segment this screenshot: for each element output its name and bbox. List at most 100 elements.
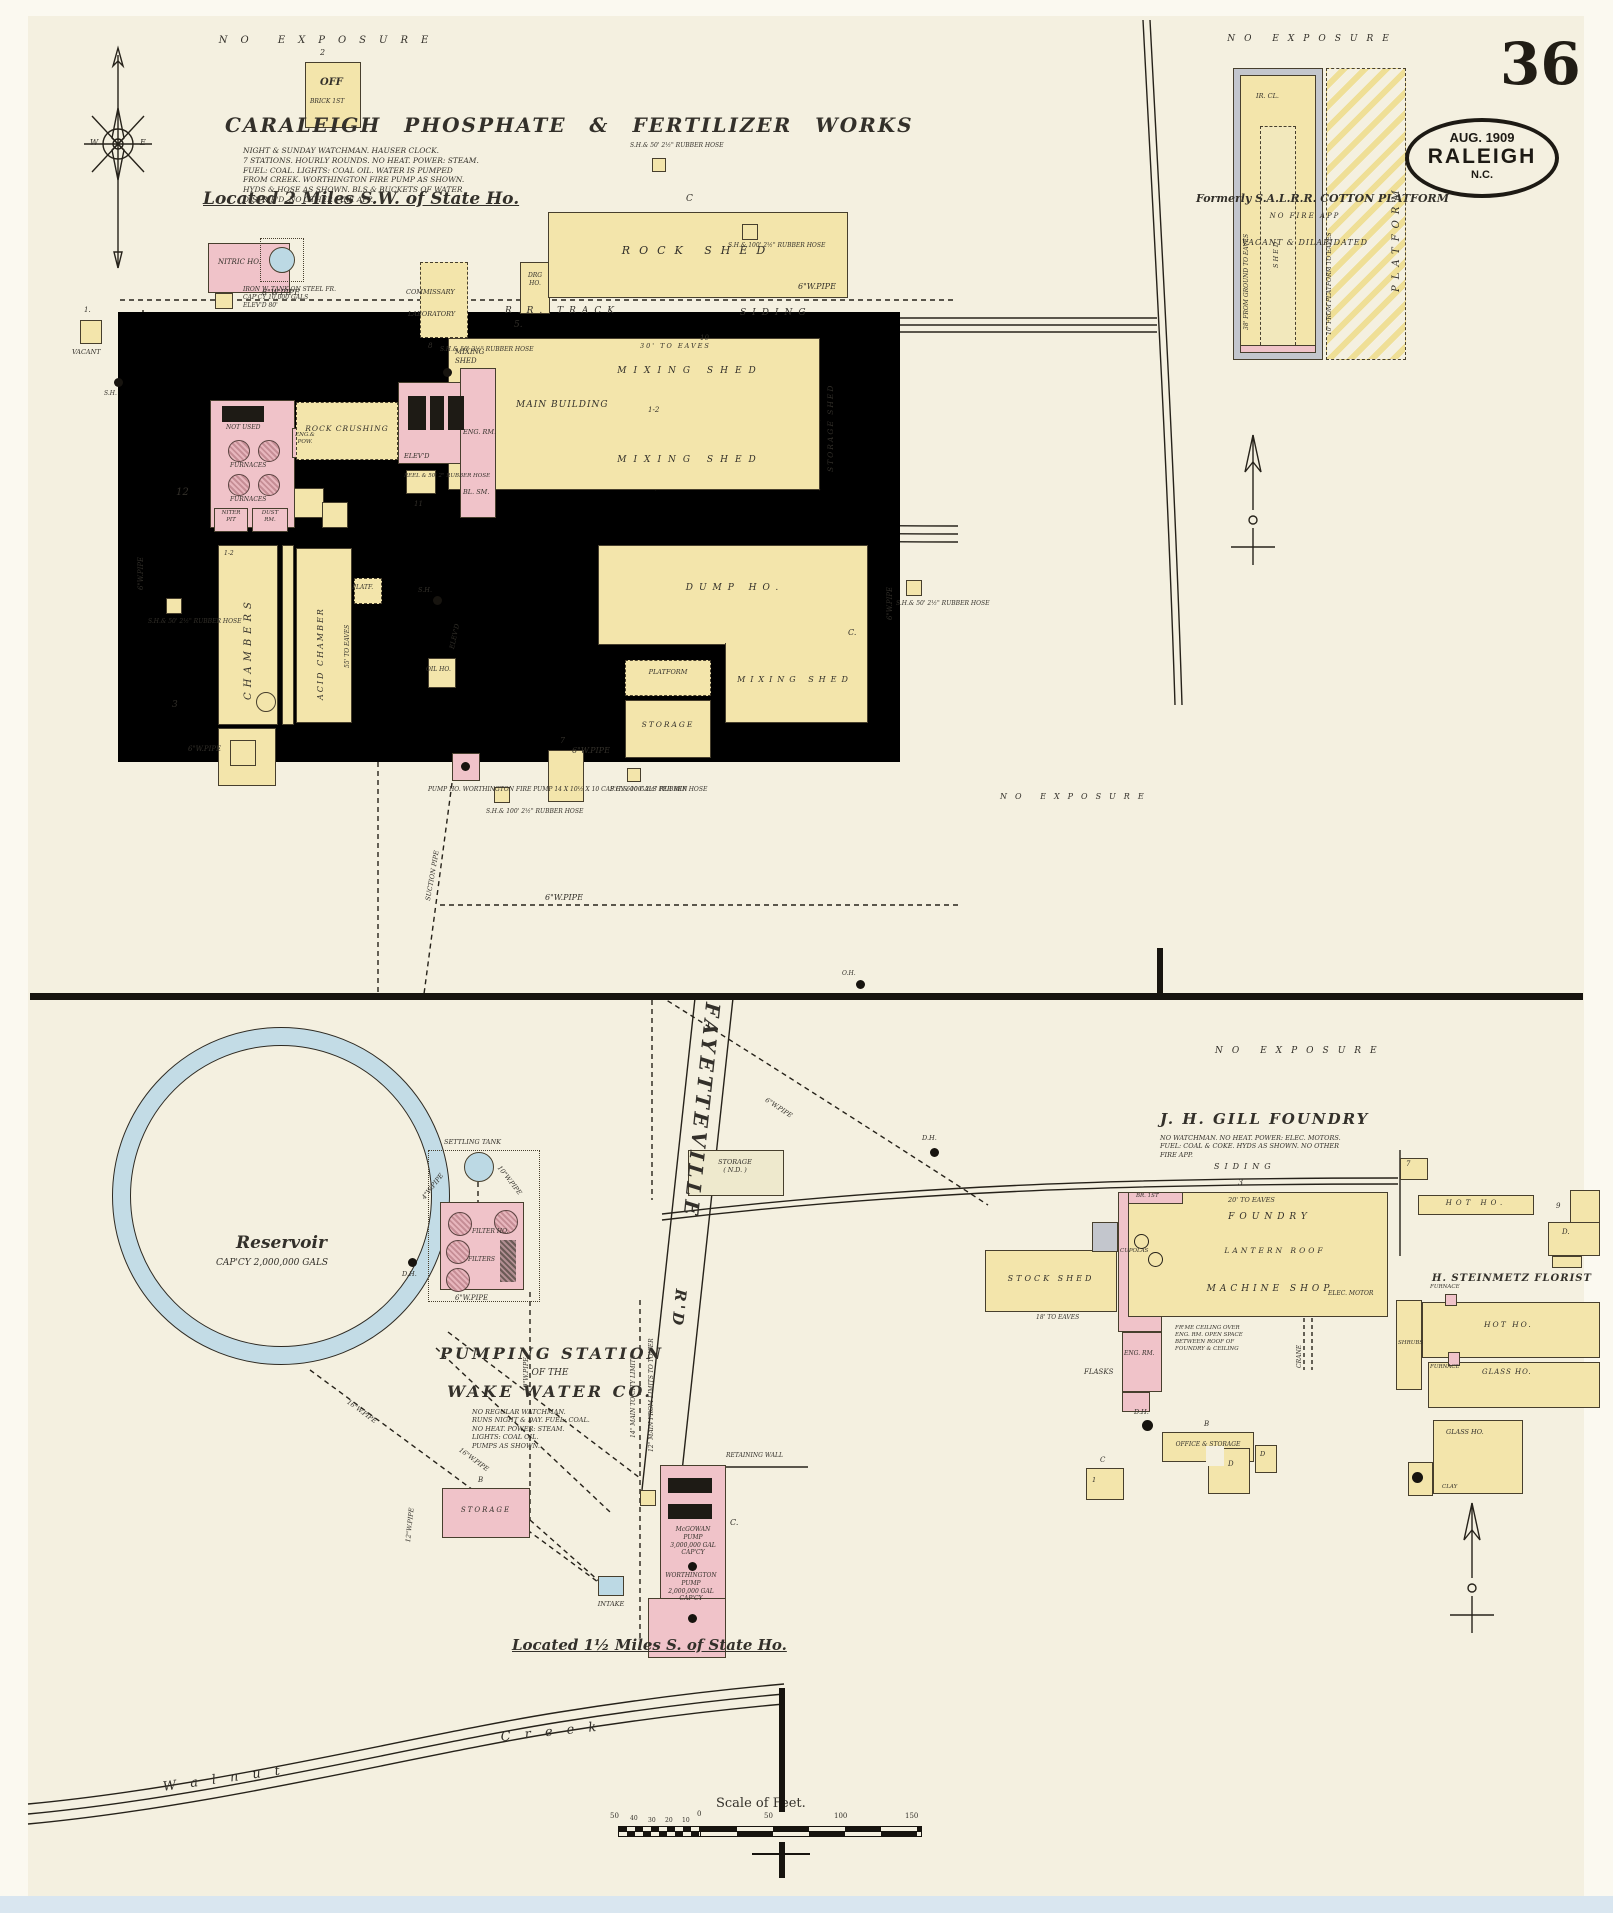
scale-tick: 20 — [665, 1817, 673, 1824]
glass-house-1 — [1428, 1362, 1600, 1408]
acid-chamber-building — [296, 548, 352, 723]
pipe-label: 6"W.PIPE — [545, 893, 583, 902]
flasks-label: FLASKS — [1084, 1368, 1114, 1376]
registration-mark — [779, 1842, 785, 1878]
vacant-number: 1. — [84, 306, 91, 314]
building-number: 12 — [176, 487, 189, 498]
boiler — [668, 1504, 712, 1519]
office-storage-label: OFFICE & STORAGE — [1175, 1441, 1241, 1448]
scale-tick: 0 — [697, 1810, 702, 1818]
structure-number: 7 — [560, 736, 566, 745]
commissary-number: 8 — [428, 342, 433, 350]
fayetteville-road — [641, 997, 734, 1491]
sh-label: S.H. — [104, 390, 117, 397]
scale-tick: 40 — [630, 1815, 638, 1822]
corner-shed-number: 7 — [1406, 1160, 1411, 1168]
scale-tick: 10 — [682, 1817, 690, 1824]
pipe-label: 6"W.PIPE — [455, 1294, 489, 1302]
compass-w: W — [90, 138, 99, 147]
panel-divider-horizontal — [30, 993, 1583, 1000]
boiler-window — [430, 396, 444, 430]
filter-bed — [500, 1240, 516, 1282]
cupola — [1148, 1252, 1163, 1267]
hose-note: S.H.& 50' 2½" RUBBER HOSE — [440, 346, 534, 353]
oh-label: O.H. — [842, 970, 856, 977]
north-arrow-icon — [1231, 434, 1275, 565]
storage-building — [442, 1488, 530, 1538]
stock-shed-label: STOCK SHED — [1007, 1274, 1095, 1283]
eaves-note: 18' TO EAVES — [1036, 1314, 1080, 1321]
pipe-label-rot: 6"W.PIPE — [886, 586, 894, 620]
platform-label: PLATFORM — [648, 668, 688, 676]
furnaces-label: FURNACES — [230, 496, 267, 503]
pumping-station-title: PUMPING STATION — [440, 1344, 665, 1363]
furnace-label: FURNACE — [1430, 1364, 1460, 1370]
mixing-shed-small-label: MIXING SHED — [455, 348, 485, 366]
filter-house-label: FILTER HO. — [472, 1228, 509, 1235]
pumping-station-ofthe: OF THE — [531, 1368, 569, 1378]
glass-house-2 — [1433, 1420, 1523, 1494]
glass-house-label: GLASS HO. — [1446, 1428, 1484, 1436]
settling-tank — [464, 1152, 494, 1182]
mixing-shed-south — [725, 643, 868, 723]
dh-label: D.H. — [922, 1134, 937, 1142]
mixing-shed-south-label: MIXING SHED — [737, 675, 853, 684]
track-number: 10 — [700, 334, 709, 342]
reservoir-capacity: CAP'CY 2,000,000 GALS — [216, 1258, 329, 1268]
elec-motor-label: ELEC. MOTOR — [1328, 1290, 1374, 1297]
scale-title: Scale of Feet. — [716, 1796, 806, 1811]
hydrant-dot — [443, 368, 452, 377]
foundry-engine-room — [1122, 1332, 1162, 1392]
siding-label: SIDING — [1214, 1162, 1276, 1171]
waterworks-pipes — [309, 995, 989, 1645]
building-number: 3 — [172, 700, 178, 710]
niter-pit — [214, 508, 248, 532]
reservoir-label: Reservoir — [236, 1233, 327, 1253]
pump-dot — [688, 1562, 697, 1571]
furnace-label: FURNACE — [1430, 1284, 1460, 1290]
registration-tick — [752, 1853, 810, 1855]
not-used-label: NOT USED — [226, 424, 261, 431]
filter-circle — [494, 1210, 518, 1234]
shed-c — [1086, 1468, 1124, 1500]
compass-rose-icon — [84, 45, 152, 269]
pump-dot — [461, 762, 470, 771]
storage-letter: B — [478, 1476, 484, 1484]
left-margin — [0, 0, 28, 1913]
cotton-caption: Formerly S.A.L.R.R. COTTON PLATFORM — [1196, 192, 1449, 205]
engine-room-label: ENG. RM. — [463, 428, 497, 436]
vacant-building — [80, 320, 102, 344]
caraleigh-title: CARALEIGH PHOSPHATE & FERTILIZER WORKS — [225, 113, 914, 137]
engine-room-wing — [460, 368, 496, 518]
shed-c-letter: C — [1100, 1456, 1106, 1464]
pipe10-rot-label: 10"W.PIPE — [522, 1357, 530, 1392]
hose-reel-house — [406, 470, 436, 494]
pipe-label: 6"W.PIPE — [798, 282, 836, 291]
tank-structure — [548, 750, 584, 802]
no-exposure-cotton: NO EXPOSURE — [1227, 34, 1398, 44]
foundry-title: J. H. GILL FOUNDRY — [1160, 1110, 1370, 1128]
reservoir-inner — [130, 1045, 432, 1347]
boiler — [668, 1478, 712, 1493]
mixing-shed-label-2: MIXING SHED — [617, 455, 763, 465]
boiler-window — [408, 396, 426, 430]
mixing-shed-complex — [448, 338, 820, 490]
clay-label: CLAY — [1442, 1484, 1458, 1490]
pipe-label: 6"W.PIPE — [572, 746, 610, 755]
chambers-label: CHAMBERS — [243, 597, 254, 700]
scale-tick: 150 — [905, 1812, 919, 1820]
dwelling-letter: D. — [1562, 1228, 1570, 1236]
panel-divider-stub — [1157, 948, 1163, 994]
rock-shed-label: ROCK SHED — [621, 244, 775, 257]
siding-label: SIDING — [740, 308, 812, 318]
laboratory-label: LABORATORY — [408, 310, 456, 318]
scale-tick: 50 — [764, 1812, 773, 1820]
hose-note: S.H.& 100' 2½" RUBBER HOSE — [728, 242, 826, 249]
engine-room-label: ENG. RM. — [1124, 1350, 1155, 1357]
pumping-station-notes: NO REGULAR WATCHMAN. RUNS NIGHT & DAY. F… — [472, 1408, 590, 1450]
main12-label: 12" MAIN FROM LIMITS TO TOWER — [648, 1338, 655, 1452]
hot-house-north — [1418, 1195, 1534, 1215]
boiler-dot — [1412, 1472, 1423, 1483]
storage-label: STORAGE — [641, 720, 695, 729]
waterworks-located: Located 1½ Miles S. of State Ho. — [512, 1636, 787, 1654]
